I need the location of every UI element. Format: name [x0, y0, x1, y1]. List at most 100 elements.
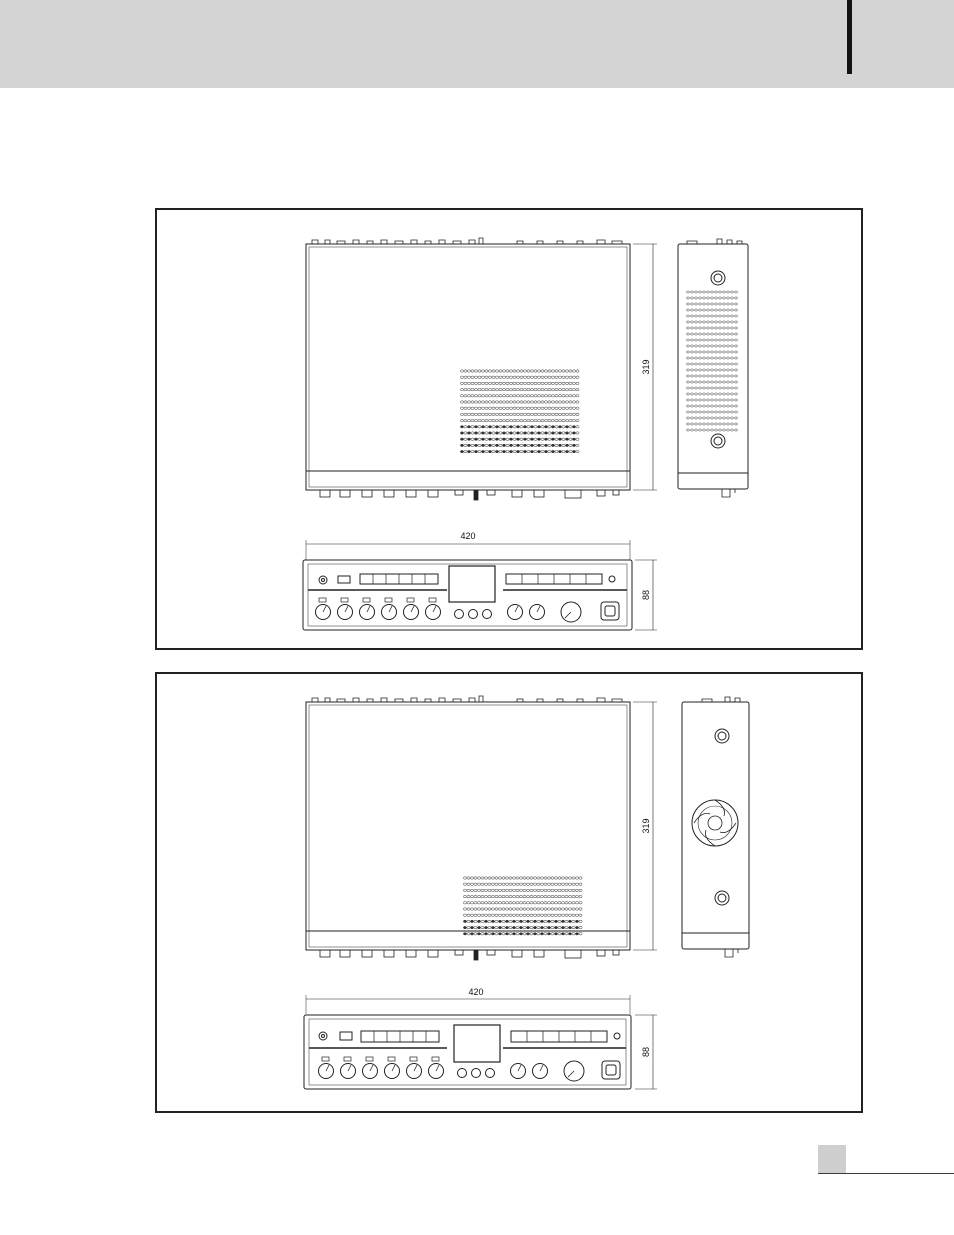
vent-hole [576, 376, 579, 378]
side-vent-slot [723, 387, 726, 389]
vent-hole [558, 382, 561, 384]
vent-hole [509, 914, 512, 916]
side-vent-slot [727, 411, 730, 413]
vent-hole [544, 401, 547, 403]
vent-hole [576, 382, 579, 384]
vent-hole [541, 450, 544, 452]
side-vent-slot [735, 327, 738, 329]
side-vent-slot [723, 321, 726, 323]
vent-hole [544, 444, 547, 446]
vent-hole [562, 388, 565, 390]
vent-hole [523, 370, 526, 372]
vent-hole [464, 370, 467, 372]
vent-hole [561, 933, 564, 935]
vent-hole [516, 877, 519, 879]
side-vent-slot [727, 309, 730, 311]
vent-hole [527, 444, 530, 446]
channel-led [410, 1057, 417, 1061]
vent-hole [569, 432, 572, 434]
vent-hole [572, 889, 575, 891]
vent-hole [502, 902, 505, 904]
side-vent-slot [699, 405, 702, 407]
side-vent-slot [711, 423, 714, 425]
vent-hole [572, 376, 575, 378]
side-vent-slot [727, 297, 730, 299]
vent-hole [512, 883, 515, 885]
side-vent-slot [715, 417, 718, 419]
side-vent-slot [723, 423, 726, 425]
vent-hole [509, 370, 512, 372]
vent-hole [526, 926, 529, 928]
vent-hole [471, 407, 474, 409]
vent-hole [509, 926, 512, 928]
side-vent-slot [727, 303, 730, 305]
vent-hole [516, 419, 519, 421]
vent-hole [478, 419, 481, 421]
vent-hole [481, 376, 484, 378]
side-vent-slot [691, 405, 694, 407]
vent-hole [513, 382, 516, 384]
vent-hole [467, 883, 470, 885]
side-vent-slot [699, 345, 702, 347]
vent-hole [498, 926, 501, 928]
vent-hole [568, 933, 571, 935]
vent-hole [520, 450, 523, 452]
vent-hole [513, 444, 516, 446]
vent-hole [470, 895, 473, 897]
vent-hole [572, 432, 575, 434]
vent-hole [506, 407, 509, 409]
vent-hole [533, 908, 536, 910]
vent-hole [470, 914, 473, 916]
vent-hole [488, 370, 491, 372]
vent-hole [502, 914, 505, 916]
side-vent-slot [707, 393, 710, 395]
side-vent-slot [687, 327, 690, 329]
vent-hole [576, 419, 579, 421]
vent-hole [467, 895, 470, 897]
vent-hole [562, 395, 565, 397]
vent-hole [551, 914, 554, 916]
vent-hole [526, 883, 529, 885]
side-vent-slot [715, 399, 718, 401]
vent-hole [485, 432, 488, 434]
channel-led [432, 1057, 439, 1061]
vent-hole [568, 889, 571, 891]
vent-hole [548, 419, 551, 421]
vent-hole [464, 382, 467, 384]
vent-hole [488, 376, 491, 378]
side-vent-slot [711, 345, 714, 347]
vent-hole [488, 426, 491, 428]
vent-hole [520, 388, 523, 390]
vent-hole [502, 376, 505, 378]
vent-hole [576, 450, 579, 452]
vent-hole [477, 933, 480, 935]
side-vent-slot [691, 357, 694, 359]
vent-hole [540, 908, 543, 910]
side-vent-slot [687, 303, 690, 305]
vent-hole [520, 419, 523, 421]
side-vent-slot [691, 417, 694, 419]
vent-hole [544, 438, 547, 440]
vent-hole [537, 914, 540, 916]
side-vent-slot [703, 357, 706, 359]
vent-hole [569, 419, 572, 421]
vent-hole [509, 895, 512, 897]
vent-hole [548, 438, 551, 440]
vent-hole [565, 895, 568, 897]
vent-hole [558, 908, 561, 910]
side-vent-slot [715, 327, 718, 329]
vent-hole [498, 908, 501, 910]
vent-hole [527, 376, 530, 378]
side-vent-slot [727, 345, 730, 347]
vent-hole [488, 382, 491, 384]
vent-hole [565, 920, 568, 922]
side-vent-slot [731, 345, 734, 347]
vent-hole [485, 450, 488, 452]
vent-hole [558, 933, 561, 935]
side-vent-slot [691, 393, 694, 395]
vent-hole [495, 926, 498, 928]
vent-hole [467, 444, 470, 446]
vent-hole [572, 419, 575, 421]
vent-hole [463, 926, 466, 928]
side-vent-slot [715, 381, 718, 383]
